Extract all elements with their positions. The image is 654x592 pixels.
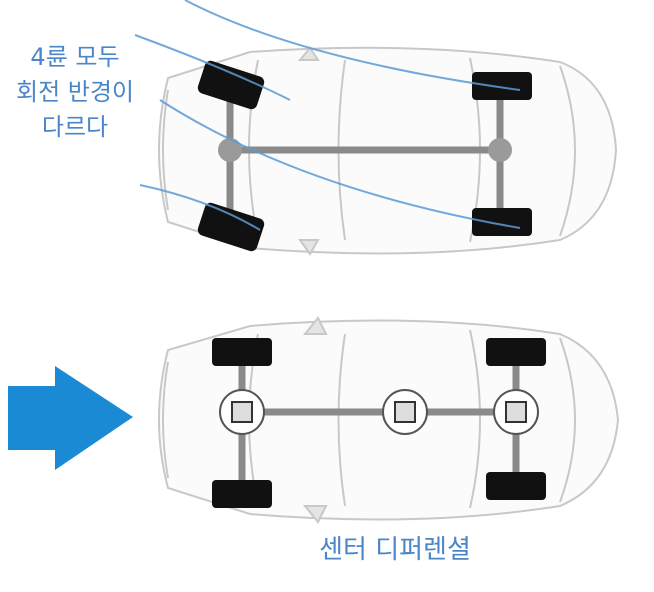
bottom-car	[158, 316, 620, 524]
tire-icon	[197, 60, 265, 110]
differential-icon	[219, 389, 265, 435]
tire-icon	[486, 338, 546, 366]
top-caption-line-3: 다르다	[41, 113, 109, 141]
tire-icon	[197, 202, 265, 252]
tire-icon	[486, 472, 546, 500]
top-caption-line-2: 회전 반경이	[15, 78, 135, 106]
tire-icon	[472, 208, 532, 236]
bottom-caption: 센터 디퍼렌셜	[319, 535, 471, 565]
top-caption: 4륜 모두 회전 반경이 다르다	[0, 40, 150, 145]
differential-icon	[488, 138, 512, 162]
differential-icon	[493, 389, 539, 435]
direction-arrow-icon	[8, 366, 133, 470]
turning-radius-lines	[134, 0, 521, 231]
top-car	[134, 0, 618, 256]
differential-icon	[218, 138, 242, 162]
tire-icon	[212, 480, 272, 508]
differential-icon	[382, 389, 428, 435]
tire-icon	[472, 72, 532, 100]
tire-icon	[212, 338, 272, 366]
top-caption-line-1: 4륜 모두	[30, 43, 120, 71]
